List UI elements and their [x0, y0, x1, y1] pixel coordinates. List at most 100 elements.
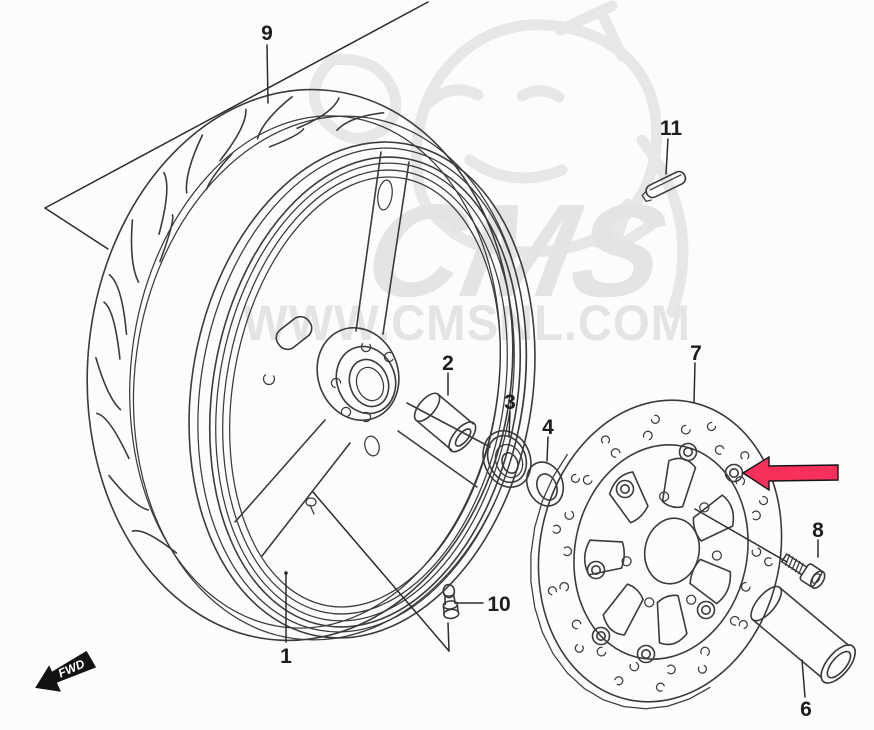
disc-drill-hole	[642, 430, 653, 441]
disc-drill-hole	[562, 546, 573, 557]
disc-carrier-cutout	[692, 494, 735, 542]
watermark: CMS WWW.CMSNL.COM	[243, 0, 690, 351]
tread-groove	[205, 152, 233, 190]
callout-3[interactable]: 3	[504, 391, 516, 414]
callout-7[interactable]: 7	[690, 342, 702, 365]
disc-mount-holes	[621, 491, 723, 608]
disc-rivet-center	[619, 483, 630, 494]
disc-carrier-cutout	[656, 594, 688, 646]
tread-groove	[108, 474, 149, 511]
disc-carrier-cutout	[608, 471, 649, 524]
disc-drill-hole	[600, 435, 611, 445]
mascot-watermark	[308, 0, 689, 318]
tread-groove	[108, 273, 128, 335]
disc-drill-hole	[751, 546, 762, 557]
rim-web-hole	[262, 372, 276, 386]
fwd-arrow-icon: FWD	[35, 650, 97, 692]
disc-drill-hole	[559, 581, 570, 592]
disc-carrier-cutouts	[583, 457, 735, 646]
callout-11[interactable]: 11	[660, 117, 683, 140]
callout-10[interactable]: 10	[487, 593, 510, 616]
tread-groove	[96, 412, 130, 460]
hub-bolt-hole	[383, 351, 395, 363]
disc-drill-hole	[714, 444, 725, 455]
hub-bolt-hole	[330, 377, 342, 389]
tread-groove	[131, 529, 178, 554]
balance-weight-part-11	[641, 170, 687, 203]
disc-mount-hole	[658, 491, 670, 502]
callout-4[interactable]: 4	[542, 416, 554, 439]
disc-carrier-cutout	[602, 583, 644, 636]
callout-8[interactable]: 8	[812, 519, 824, 542]
disc-drill-hole	[570, 473, 581, 484]
disc-bolt-part-8	[780, 553, 826, 589]
disc-rivet	[724, 463, 744, 483]
spacer-part-2	[413, 392, 477, 453]
disc-rivet-center	[590, 564, 601, 575]
seal-part-4	[525, 461, 565, 507]
disc-drill-hole	[574, 643, 584, 653]
hub	[316, 326, 400, 423]
tread-groove	[219, 108, 247, 162]
callout-1[interactable]: 1	[280, 645, 292, 668]
disc-drill-hole	[655, 682, 666, 692]
disc-drill-hole	[564, 510, 575, 520]
disc-mount-hole	[686, 594, 697, 605]
tread-groove	[130, 219, 140, 283]
disc-drill-hole	[547, 586, 558, 596]
callout-9[interactable]: 9	[261, 22, 273, 45]
disc-mount-hole	[699, 502, 710, 513]
hub-bolt-hole	[340, 406, 352, 418]
tread-groove	[185, 134, 204, 194]
tread-groove	[268, 128, 305, 148]
axle-spacer-part-6	[750, 585, 856, 684]
disc-drill-hole	[729, 615, 740, 626]
disc-drill-holes	[547, 414, 774, 692]
valve-part-10	[442, 583, 460, 620]
disc-drill-hole	[650, 414, 660, 424]
disc-carrier-cutout	[583, 539, 625, 576]
disc-drill-hole	[758, 495, 769, 506]
disc-drill-hole	[697, 664, 708, 674]
tread-groove	[103, 301, 121, 360]
rim-web-hole	[364, 435, 380, 457]
disc-carrier-cutout	[689, 558, 732, 605]
disc-drill-hole	[680, 424, 691, 435]
disc-drill-hole	[596, 646, 607, 657]
disc-edge-thickness	[530, 453, 711, 710]
disc-rivet	[615, 479, 635, 499]
tread-groove	[159, 214, 174, 263]
disc-drill-hole	[571, 619, 582, 630]
disc-drill-hole	[764, 557, 774, 567]
disc-rivet-center	[728, 467, 739, 478]
disc-center-hole	[643, 517, 701, 585]
disc-rivet-center	[682, 446, 693, 457]
rim-web-slot	[275, 315, 313, 351]
hub-bolt-hole	[360, 341, 372, 353]
disc-drill-hole	[614, 676, 624, 686]
disc-drill-hole	[735, 476, 746, 487]
disc-mount-hole	[711, 550, 723, 561]
disc-drill-hole	[665, 664, 676, 675]
tread-groove	[95, 356, 122, 411]
rim-valve-hole	[305, 497, 317, 515]
disc-drill-hole	[740, 451, 750, 461]
disc-drill-hole	[751, 510, 761, 521]
disc-mount-hole	[644, 597, 655, 608]
disc-drill-hole	[740, 581, 751, 592]
tire-tread-pattern	[95, 96, 385, 554]
disc-carrier-cutout	[661, 457, 697, 509]
callout-6[interactable]: 6	[800, 698, 812, 721]
wheel	[208, 151, 522, 628]
disc-rivet	[678, 442, 698, 462]
hub-bolt-hole	[360, 411, 372, 423]
spoke-lower-left	[234, 419, 351, 557]
tread-groove	[256, 96, 293, 140]
disc-rivet	[586, 560, 606, 580]
disc-mount-hole	[621, 556, 632, 567]
disc-floating-rivets	[586, 442, 744, 664]
callout-2[interactable]: 2	[442, 352, 454, 375]
leader-lines	[44, 1, 819, 698]
